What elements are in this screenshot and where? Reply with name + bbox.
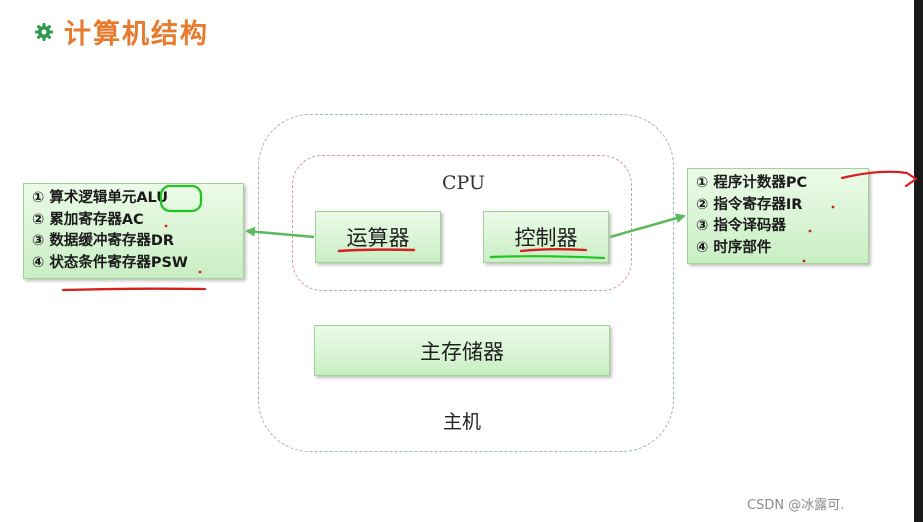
control-unit-box: 控制器 <box>483 211 609 263</box>
list-item: ③ 指令译码器 <box>696 218 786 234</box>
control-unit-label: 控制器 <box>514 226 578 250</box>
red-dot-mark <box>808 229 812 233</box>
alu-underline-mark <box>337 248 416 253</box>
red-dot-mark <box>164 224 168 228</box>
watermark: CSDN @冰露可. <box>747 498 845 513</box>
red-dot-mark <box>831 205 835 209</box>
control-green-underline-mark <box>489 255 606 260</box>
gear-bullet-icon <box>35 22 53 41</box>
red-dot-mark <box>802 259 806 263</box>
host-label: 主机 <box>443 411 482 433</box>
right-curve-arrow-mark <box>840 170 918 188</box>
alu-to-list-arrow <box>245 226 315 239</box>
alu-label: 运算器 <box>346 226 410 250</box>
list-item: ③ 数据缓冲寄存器DR <box>32 233 175 249</box>
red-dot-mark <box>198 270 202 274</box>
list-item: ② 指令寄存器IR <box>696 196 803 213</box>
left-list-underline-mark <box>61 287 207 292</box>
window-edge <box>914 0 923 522</box>
cpu-boundary <box>292 155 632 291</box>
control-to-list-arrow <box>609 213 686 239</box>
alu-components-list: ① 算术逻辑单元ALU ② 累加寄存器AC ③ 数据缓冲寄存器DR ④ 状态条件… <box>23 183 244 279</box>
control-components-list: ① 程序计数器PC ② 指令寄存器IR ③ 指令译码器 ④ 时序部件 <box>687 168 869 264</box>
list-item: ② 累加寄存器AC <box>32 211 144 228</box>
list-item: ④ 时序部件 <box>696 239 772 256</box>
list-item: ① 程序计数器PC <box>696 175 808 191</box>
page-title: 计算机结构 <box>64 19 209 50</box>
main-memory-box: 主存储器 <box>314 325 610 376</box>
host-boundary <box>258 114 674 452</box>
slide-title: 计算机结构 <box>34 12 209 51</box>
main-memory-label: 主存储器 <box>420 339 504 364</box>
list-item: ① 算术逻辑单元ALU <box>32 190 169 206</box>
list-item: ④ 状态条件寄存器PSW <box>32 254 188 271</box>
alu-circle-mark <box>159 184 203 213</box>
control-red-underline-mark <box>519 248 588 253</box>
cpu-label: CPU <box>442 172 486 194</box>
alu-box: 运算器 <box>315 211 441 263</box>
